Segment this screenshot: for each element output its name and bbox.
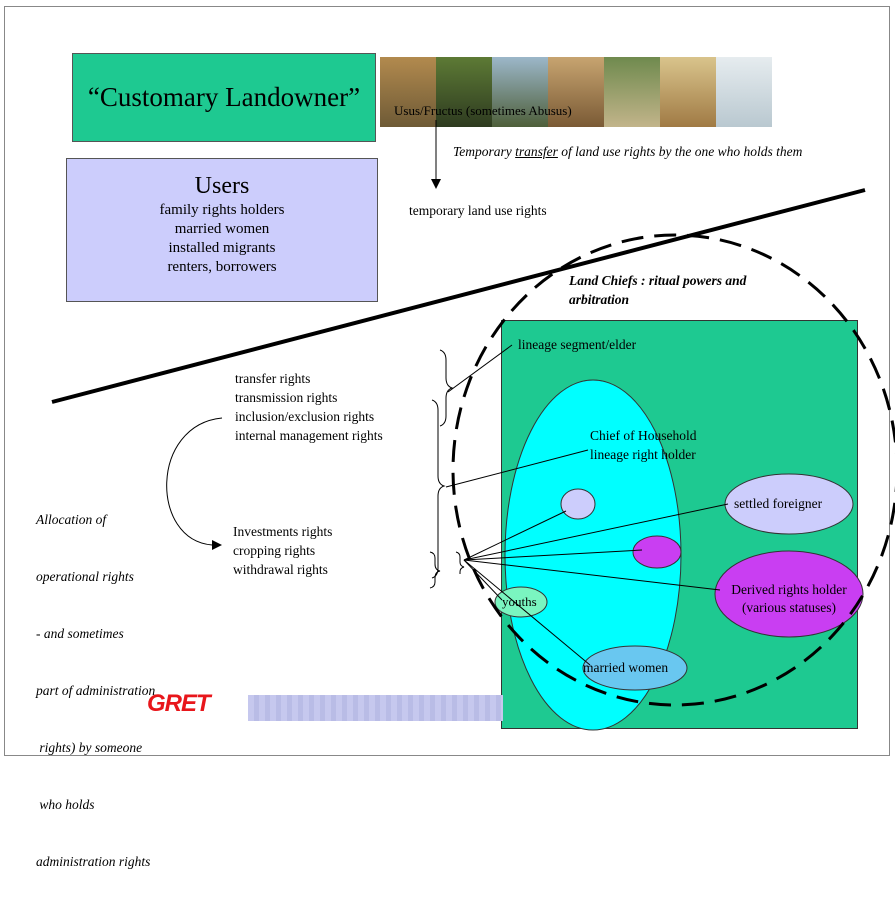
diagonal-divider (51, 188, 866, 404)
married-women-label: married women (583, 660, 669, 675)
users-item: installed migrants (168, 240, 276, 256)
diagram-shapes (51, 120, 895, 731)
married-women-ellipse (582, 645, 688, 691)
temporary-rights-label: temporary land use rights (409, 203, 547, 218)
users-item: renters, borrowers (167, 259, 277, 275)
connector-lines (445, 344, 729, 666)
settled-foreigner-ellipse (724, 473, 854, 535)
allocation-curve (166, 417, 223, 546)
lineage-segment-label: lineage segment/elder (518, 337, 637, 352)
users-item: family rights holders (159, 202, 285, 218)
slide-frame (4, 6, 890, 756)
users-title: Users (194, 173, 250, 199)
operational-rights-list: Investments rights cropping rights withd… (233, 522, 332, 579)
footer-bar (248, 695, 503, 721)
allocation-note: Allocation of operational rights - and s… (36, 472, 155, 909)
curly-braces (429, 349, 465, 589)
temporary-transfer-note: Temporary transfer of land use rights by… (453, 144, 802, 160)
allocation-note-line: rights) by someone (36, 740, 143, 755)
settled-foreigner-label: settled foreigner (734, 496, 823, 511)
photo-strip (380, 57, 772, 127)
admin-rights-list: transfer rights transmission rights incl… (235, 369, 383, 445)
operational-right-item: withdrawal rights (233, 562, 328, 577)
operational-right-item: Investments rights (233, 524, 333, 539)
chief-household-label-line1: Chief of Household (590, 428, 697, 443)
admin-right-item: transfer rights (235, 371, 311, 386)
derived-rights-ellipse (714, 550, 864, 638)
allocation-note-line: Allocation of (36, 512, 107, 527)
purple-small-ellipse (632, 535, 682, 569)
admin-right-item: internal management rights (235, 428, 383, 443)
usus-fructus-label: Usus/Fructus (sometimes Abusus) (394, 103, 572, 118)
land-chiefs-label-line1: Land Chiefs : ritual powers and (569, 273, 747, 288)
transfer-note-underlined: transfer (515, 144, 558, 159)
chief-household-label-line2: lineage right holder (590, 447, 696, 462)
users-box: Users family rights holders married wome… (66, 158, 378, 302)
gret-logo: GRET (147, 690, 211, 717)
diagram-slide: “Customary Landowner” Usus/Fructus (some… (4, 6, 895, 869)
allocation-note-line: who holds (36, 797, 95, 812)
land-chiefs-label-line2: arbitration (569, 292, 630, 307)
youths-label: youths (502, 594, 537, 609)
transfer-arrow-head (431, 179, 441, 189)
allocation-arrow-head (212, 540, 222, 550)
transfer-note-before: Temporary (453, 144, 516, 159)
transfer-note-after: of land use rights by the one who holds … (557, 144, 803, 159)
admin-right-item: inclusion/exclusion rights (235, 409, 375, 424)
allocation-note-line: part of administration (36, 683, 156, 698)
users-item: married women (174, 221, 270, 237)
lavender-small-ellipse (560, 488, 596, 520)
land-chiefs-dashed-circle (451, 233, 895, 707)
youths-ellipse (494, 586, 548, 618)
admin-right-item: transmission rights (235, 390, 338, 405)
allocation-note-line: operational rights (36, 569, 134, 584)
operational-right-item: cropping rights (233, 543, 316, 558)
derived-rights-label-line1: Derived rights holder (731, 582, 847, 597)
customary-landowner-box: “Customary Landowner” (72, 53, 376, 142)
derived-rights-label-line2: (various statuses) (741, 600, 837, 615)
customary-landowner-title: “Customary Landowner” (87, 82, 361, 112)
allocation-note-line: administration rights (36, 854, 151, 869)
allocation-note-line: - and sometimes (36, 626, 124, 641)
